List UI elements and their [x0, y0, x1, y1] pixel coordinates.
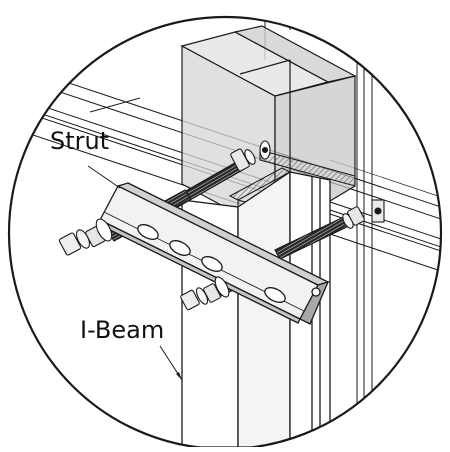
lower-nut: [180, 276, 230, 311]
strut-leader-2: [87, 165, 121, 189]
right-nut: [342, 199, 385, 229]
ibeam-label: I-Beam: [80, 316, 165, 344]
leader-lines: [87, 97, 183, 381]
strut-slots: [137, 224, 286, 303]
strut-label: Strut: [50, 127, 110, 155]
strut-leader: [89, 97, 141, 113]
nuts-and-washers: [58, 140, 385, 311]
strut-channel: [97, 182, 330, 325]
upper-nut: [230, 140, 271, 172]
left-nut: [58, 218, 113, 256]
